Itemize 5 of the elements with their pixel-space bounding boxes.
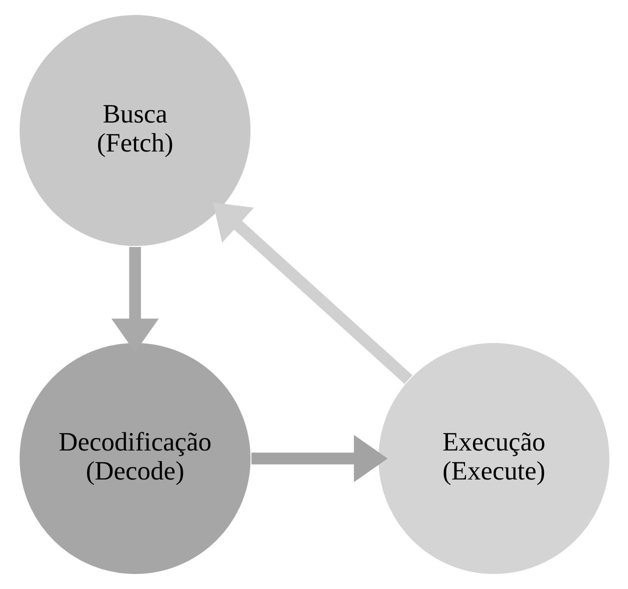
arrow bbox=[250, 434, 388, 482]
node-circle: Decodificação (Decode) bbox=[18, 342, 252, 576]
node-circle: Execução (Execute) bbox=[376, 342, 610, 576]
node-circle: Busca (Fetch) bbox=[18, 14, 252, 248]
arrow bbox=[212, 202, 412, 384]
